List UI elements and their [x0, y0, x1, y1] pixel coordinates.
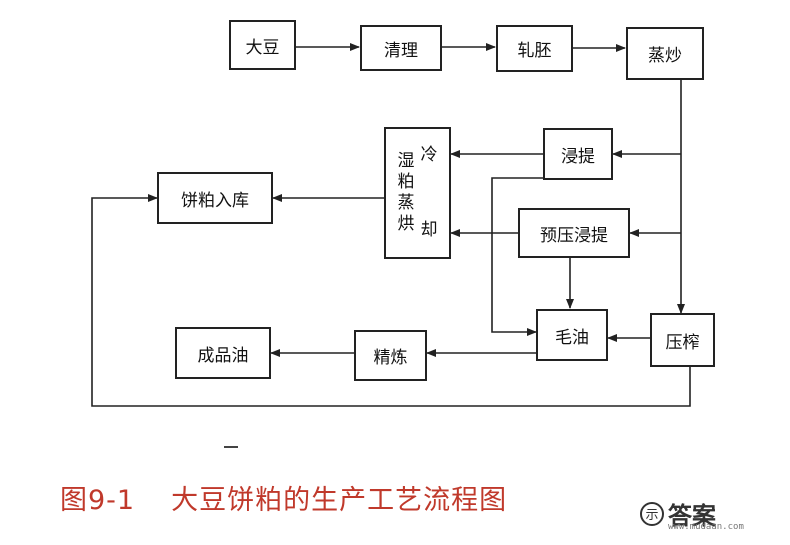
figure-caption: 图9-1 大豆饼粕的生产工艺流程图 [60, 478, 507, 517]
figure-number: 图9-1 [60, 485, 136, 516]
cooling-column: 冷 却 [421, 145, 438, 241]
figure-title: 大豆饼粕的生产工艺流程图 [171, 485, 508, 516]
watermark-url: www.mudaan.com [668, 522, 744, 532]
node-press-label: 压榨 [665, 332, 700, 353]
node-extraction-label: 浸提 [561, 146, 595, 167]
wet-meal-char-3: 蒸 [397, 193, 415, 213]
node-steam-fry-label: 蒸炒 [648, 46, 682, 66]
node-soybean-label: 大豆 [245, 37, 280, 58]
node-flaking-label: 轧胚 [517, 41, 552, 61]
node-steam-fry: 蒸炒 [626, 27, 704, 80]
node-flaking: 轧胚 [496, 25, 573, 72]
stray-dash-mark [224, 446, 238, 448]
watermark-logo-icon: 示 [640, 501, 664, 526]
watermark-text: 答案 [668, 502, 716, 530]
node-finished-oil: 成品油 [175, 327, 271, 379]
cooling-char-1: 冷 [420, 145, 438, 165]
node-meal-storage-label: 饼粕入库 [181, 190, 249, 211]
node-refining-label: 精炼 [373, 348, 408, 368]
wet-meal-char-1: 湿 [397, 150, 415, 171]
node-cleaning: 清理 [360, 25, 442, 71]
node-soybean: 大豆 [229, 20, 296, 70]
node-cleaning-label: 清理 [384, 40, 418, 61]
line-extraction-to-crudeoil [491, 177, 543, 336]
node-wet-meal-cooling: 湿 粕 蒸 烘 冷 却 [384, 127, 451, 259]
node-refining: 精炼 [354, 330, 427, 381]
node-press: 压榨 [650, 313, 715, 367]
wet-meal-char-4: 烘 [397, 214, 415, 235]
node-meal-storage: 饼粕入库 [157, 172, 273, 224]
node-crude-oil: 毛油 [536, 309, 608, 361]
line-press-to-storage [91, 194, 691, 407]
wet-meal-char-2: 粕 [397, 171, 415, 192]
cooling-char-2: 却 [420, 219, 438, 240]
node-prepress-extraction-label: 预压浸提 [540, 225, 608, 246]
watermark: 示 答案 [640, 496, 716, 531]
node-extraction: 浸提 [543, 128, 613, 180]
wet-meal-column: 湿 粕 蒸 烘 [398, 151, 415, 236]
node-prepress-extraction: 预压浸提 [518, 208, 630, 258]
node-crude-oil-label: 毛油 [555, 327, 589, 348]
node-finished-oil-label: 成品油 [197, 345, 249, 366]
